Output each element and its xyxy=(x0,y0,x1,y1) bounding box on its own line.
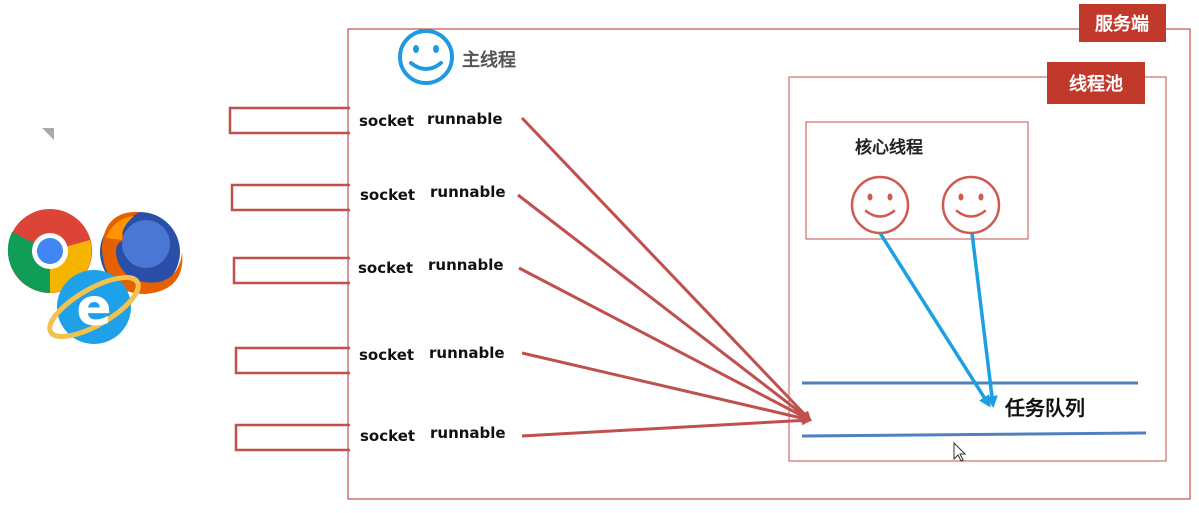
request-row: socket runnable xyxy=(234,415,812,452)
runnable-label: runnable xyxy=(427,110,503,128)
core-thread-smiley-icon xyxy=(941,175,1001,235)
chrome-browser-icon xyxy=(7,209,92,293)
submit-task-arrow xyxy=(518,266,812,422)
core-threads-label: 核心线程 xyxy=(855,137,923,158)
socket-label: socket xyxy=(360,186,415,204)
socket-label: socket xyxy=(358,259,413,277)
core-thread-arrow xyxy=(970,232,998,408)
thread-pool-label: 线程池 xyxy=(1047,62,1145,104)
browser-clients: e xyxy=(7,209,183,344)
socket-label: socket xyxy=(360,427,415,445)
mouse-cursor-icon xyxy=(953,441,967,462)
client-connection-bracket xyxy=(228,106,350,135)
core-threads-box xyxy=(805,121,1029,240)
main-thread: 主线程 xyxy=(398,29,516,85)
submit-task-arrow xyxy=(517,193,812,422)
request-row: socket runnable xyxy=(228,106,812,422)
server-label: 服务端 xyxy=(1079,4,1166,42)
server-label-text: 服务端 xyxy=(1095,13,1149,35)
runnable-label: runnable xyxy=(430,183,506,201)
core-thread-smiley-icon xyxy=(850,175,910,235)
firefox-browser-icon xyxy=(100,211,183,294)
request-row: socket runnable xyxy=(230,183,812,422)
client-connection-bracket xyxy=(230,183,350,212)
request-row: socket runnable xyxy=(234,344,812,424)
submit-task-arrow xyxy=(520,116,812,422)
thread-pool-label-text: 线程池 xyxy=(1069,73,1123,95)
thread-pool-box xyxy=(788,76,1167,462)
svg-text:e: e xyxy=(76,278,111,338)
ie-browser-icon: e xyxy=(47,270,141,344)
submit-task-arrow xyxy=(521,415,812,438)
request-row: socket runnable xyxy=(232,256,812,422)
runnable-label: runnable xyxy=(430,424,506,442)
corner-triangle-icon xyxy=(42,128,54,140)
task-queue-bottom-line xyxy=(801,431,1147,438)
server-box xyxy=(347,28,1191,500)
client-connection-bracket xyxy=(234,346,350,375)
runnable-label: runnable xyxy=(429,344,505,362)
task-queue-label: 任务队列 xyxy=(1004,396,1085,420)
client-connection-bracket xyxy=(232,256,350,285)
client-connection-bracket xyxy=(234,423,350,452)
main-thread-smiley-icon xyxy=(398,29,454,85)
socket-label: socket xyxy=(359,346,414,364)
core-thread-arrow xyxy=(878,232,991,408)
submit-task-arrow xyxy=(521,351,812,424)
socket-label: socket xyxy=(359,112,414,130)
runnable-label: runnable xyxy=(428,256,504,274)
request-rows: socket runnable socket runnable socket r… xyxy=(228,106,812,452)
main-thread-label: 主线程 xyxy=(462,49,516,71)
